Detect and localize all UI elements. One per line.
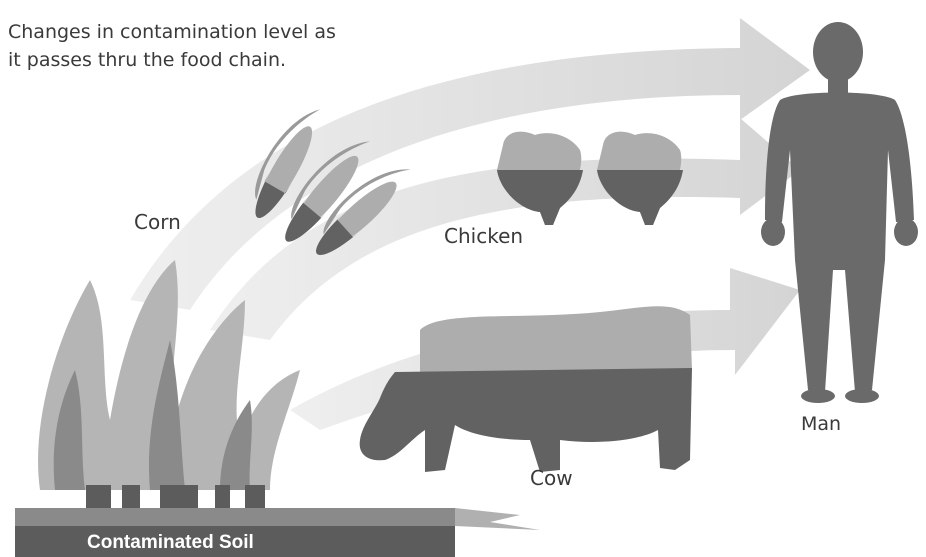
cow-figure	[360, 306, 692, 472]
cow-label: Cow	[530, 466, 573, 490]
chicken-label: Chicken	[444, 224, 523, 248]
man-label: Man	[801, 413, 841, 435]
corn-label: Corn	[134, 210, 181, 234]
contaminated-soil-label: Contaminated Soil	[87, 532, 254, 554]
diagram-subtitle: Changes in contamination level as it pas…	[8, 18, 336, 74]
